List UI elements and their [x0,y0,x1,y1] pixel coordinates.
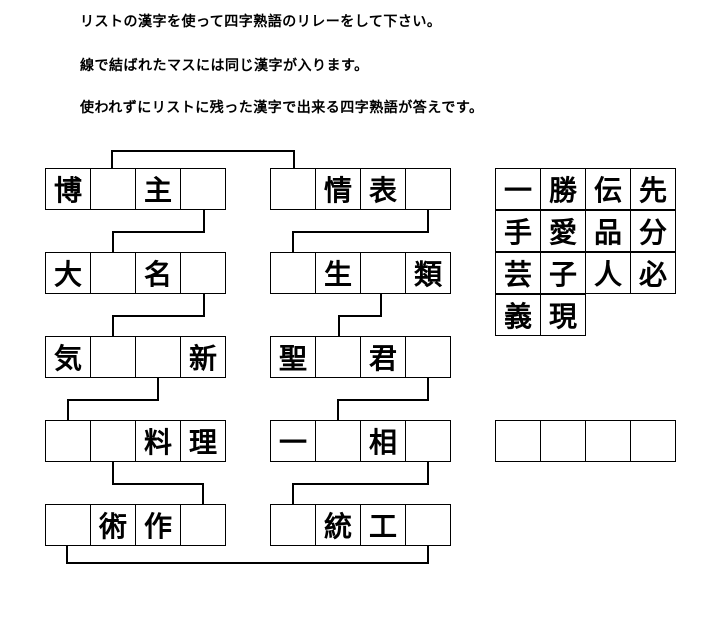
left-puzzle-cell-r4-c4[interactable]: 理 [180,420,226,462]
connector-right-3-4 [337,378,429,420]
kanji-list-cell-r2-c2: 愛 [540,210,586,252]
connector-left-3-4 [67,378,159,420]
kanji-list-cell-r1-c2: 勝 [540,168,586,210]
right-puzzle-cell-r1-c2[interactable]: 情 [315,168,361,210]
connector-right-2-3 [338,294,382,336]
left-puzzle-cell-r5-c4[interactable] [180,504,226,546]
connector-left-2-3 [112,294,205,336]
instruction-line-1: リストの漢字を使って四字熟語のリレーをして下さい。 [80,14,442,30]
answer-cell-r1-c1[interactable] [495,420,541,462]
left-puzzle-cell-r1-c1[interactable]: 博 [45,168,91,210]
left-puzzle-cell-r3-c2[interactable] [90,336,136,378]
kanji-list-cell-r2-c4: 分 [630,210,676,252]
left-puzzle-cell-r3-c1[interactable]: 気 [45,336,91,378]
answer-cell-r1-c3[interactable] [585,420,631,462]
right-puzzle-cell-r5-c3[interactable]: 工 [360,504,406,546]
answer-cell-r1-c4[interactable] [630,420,676,462]
left-puzzle-cell-r5-c1[interactable] [45,504,91,546]
instruction-line-2: 線で結ばれたマスには同じ漢字が入ります。 [80,58,369,74]
left-puzzle-cell-r1-c3[interactable]: 主 [135,168,181,210]
kanji-list-cell-r1-c3: 伝 [585,168,631,210]
left-puzzle-cell-r2-c4[interactable] [180,252,226,294]
left-puzzle-cell-r4-c3[interactable]: 料 [135,420,181,462]
right-puzzle-cell-r5-c2[interactable]: 統 [315,504,361,546]
kanji-list-cell-r2-c1: 手 [495,210,541,252]
left-puzzle-cell-r1-c4[interactable] [180,168,226,210]
kanji-list-cell-r1-c4: 先 [630,168,676,210]
left-puzzle-cell-r1-c2[interactable] [90,168,136,210]
right-puzzle-cell-r2-c4[interactable]: 類 [405,252,451,294]
right-puzzle-cell-r3-c4[interactable] [405,336,451,378]
kanji-list-cell-r2-c3: 品 [585,210,631,252]
connector-top [111,150,295,168]
connector-left-1-2 [112,210,205,252]
left-puzzle-cell-r5-c3[interactable]: 作 [135,504,181,546]
right-puzzle-cell-r5-c4[interactable] [405,504,451,546]
right-puzzle-cell-r1-c4[interactable] [405,168,451,210]
left-puzzle-cell-r4-c2[interactable] [90,420,136,462]
right-puzzle-cell-r2-c2[interactable]: 生 [315,252,361,294]
kanji-list-cell-r3-c2: 子 [540,252,586,294]
right-puzzle-cell-r2-c1[interactable] [270,252,316,294]
right-puzzle-cell-r1-c1[interactable] [270,168,316,210]
right-puzzle-cell-r4-c4[interactable] [405,420,451,462]
left-puzzle-cell-r3-c3[interactable] [135,336,181,378]
kanji-list-cell-r3-c3: 人 [585,252,631,294]
right-puzzle-cell-r4-c3[interactable]: 相 [360,420,406,462]
right-puzzle-cell-r1-c3[interactable]: 表 [360,168,406,210]
right-puzzle-cell-r5-c1[interactable] [270,504,316,546]
answer-cell-r1-c2[interactable] [540,420,586,462]
kanji-list-cell-r3-c1: 芸 [495,252,541,294]
instruction-line-3: 使われずにリストに残った漢字で出来る四字熟語が答えです。 [80,100,484,116]
kanji-list-cell-r4-c1: 義 [495,294,541,336]
left-puzzle-cell-r2-c3[interactable]: 名 [135,252,181,294]
left-puzzle-cell-r5-c2[interactable]: 術 [90,504,136,546]
left-puzzle-cell-r2-c1[interactable]: 大 [45,252,91,294]
kanji-list-cell-r1-c1: 一 [495,168,541,210]
connector-right-1-2 [292,210,429,252]
right-puzzle-cell-r3-c3[interactable]: 君 [360,336,406,378]
right-puzzle-cell-r2-c3[interactable] [360,252,406,294]
left-puzzle-cell-r4-c1[interactable] [45,420,91,462]
right-puzzle-cell-r3-c2[interactable] [315,336,361,378]
right-puzzle-cell-r4-c1[interactable]: 一 [270,420,316,462]
right-puzzle-cell-r3-c1[interactable]: 聖 [270,336,316,378]
left-puzzle-cell-r2-c2[interactable] [90,252,136,294]
left-puzzle-cell-r3-c4[interactable]: 新 [180,336,226,378]
connector-left-4-5 [112,462,204,504]
kanji-list-cell-r3-c4: 必 [630,252,676,294]
kanji-list-cell-r4-c2: 現 [540,294,586,336]
connector-bottom [66,546,429,564]
connector-right-4-5 [292,462,429,504]
right-puzzle-cell-r4-c2[interactable] [315,420,361,462]
